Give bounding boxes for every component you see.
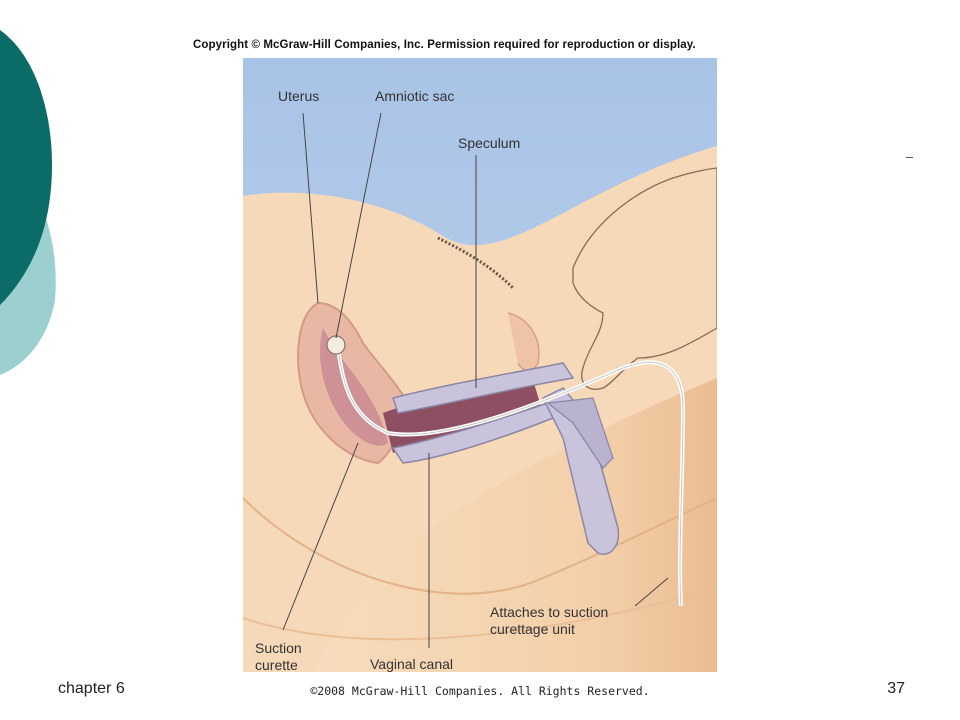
footer-copyright: ©2008 McGraw-Hill Companies. All Rights … <box>310 684 650 698</box>
decor-dark-teal <box>0 30 52 305</box>
speculum-upper-blade <box>392 362 575 414</box>
suction-curette-tube-outline <box>337 347 684 607</box>
diagram-suction-curettage: Uterus Amniotic sac Speculum Suction cur… <box>242 58 718 674</box>
speculum-handle <box>541 387 620 555</box>
leader-uterus <box>302 112 319 304</box>
footer-chapter: chapter 6 <box>58 680 125 697</box>
slide-decoration <box>0 30 56 375</box>
leader-amniotic-sac <box>335 112 382 339</box>
label-suction-curette: Suction curette <box>255 640 302 674</box>
label-attaches-line1: Attaches to suction <box>490 604 609 620</box>
label-speculum: Speculum <box>458 135 521 151</box>
label-uterus: Uterus <box>278 88 320 104</box>
uterus-inner <box>320 328 388 446</box>
label-suction-curette-line1: Suction <box>255 640 302 656</box>
diagram-drawing <box>242 58 718 672</box>
stray-dash <box>906 157 913 158</box>
leader-attaches <box>634 577 669 607</box>
label-attaches-line2: curettage unit <box>490 621 575 637</box>
amniotic-sac <box>326 335 346 355</box>
speculum-lever <box>546 397 614 469</box>
pubic-hair <box>437 236 515 290</box>
labia <box>507 312 540 372</box>
thigh-outline <box>242 587 718 641</box>
copyright-header: Copyright © McGraw-Hill Companies, Inc. … <box>193 39 696 51</box>
leader-suction-curette <box>282 442 359 631</box>
footer-page-number: 37 <box>887 680 905 697</box>
label-vaginal-canal: Vaginal canal <box>370 656 454 672</box>
label-suction-curette-line2: curette <box>255 657 298 673</box>
label-attaches: Attaches to suction curettage unit <box>490 604 608 638</box>
label-amniotic-sac: Amniotic sac <box>375 88 455 104</box>
hand <box>572 167 718 390</box>
thigh-fold <box>242 497 718 595</box>
thigh <box>313 378 717 672</box>
